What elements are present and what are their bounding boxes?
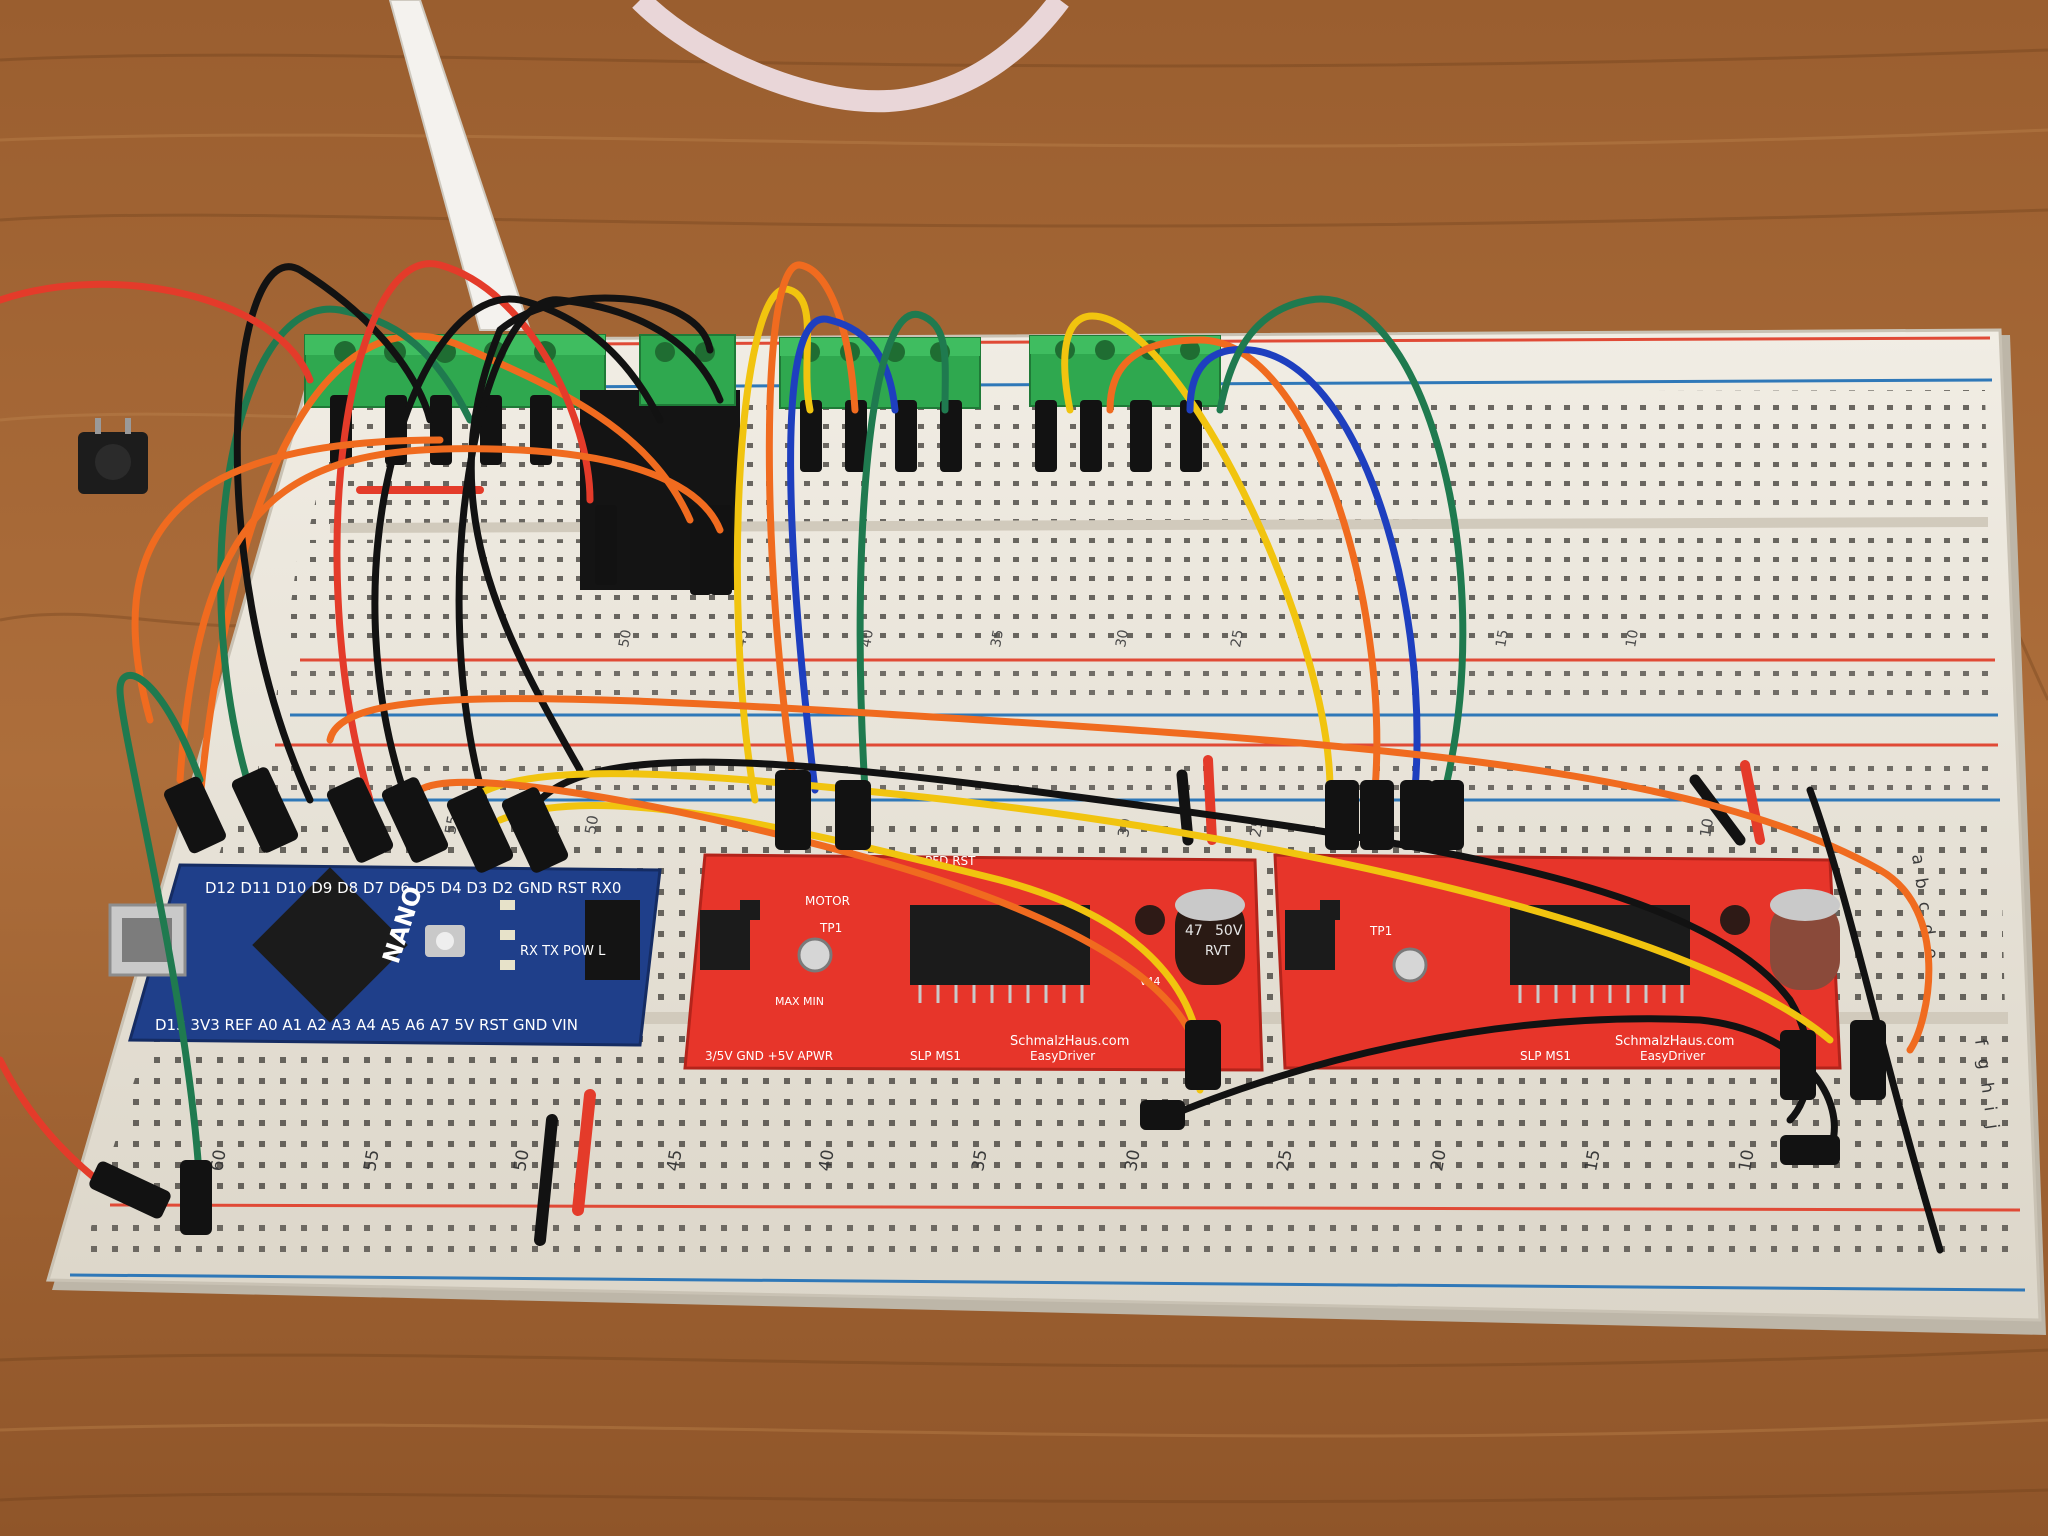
row-number: 30 [1113, 628, 1132, 648]
wire-black [233, 263, 434, 804]
row-number: 35 [988, 628, 1007, 648]
driver-brand-label: SchmalzHaus.com [1615, 1034, 1734, 1049]
wire-yellow [496, 801, 1205, 1094]
driver-motor-label: MOTOR [805, 894, 850, 908]
electrolytic-capacitor [1770, 889, 1840, 990]
wire-orange [1106, 336, 1381, 794]
cap-voltage-label: 50V [1215, 923, 1243, 939]
nano-bottom-pin-labels: D13 3V3 REF A0 A1 A2 A3 A4 A5 A6 A7 5V R… [155, 1016, 578, 1034]
row-number: 60 [207, 1148, 230, 1173]
driver-power-label: 3/5V GND +5V APWR [705, 1049, 833, 1063]
row-number: 25 [1228, 628, 1247, 648]
driver-ms-label: SLP MS1 [1520, 1049, 1571, 1063]
trimmer-pot [797, 937, 833, 973]
arduino-nano: NANO D12 D11 D10 D9 D8 D7 D6 D5 D4 D3 D2… [108, 863, 662, 1047]
wire-orange [131, 436, 444, 724]
row-number: 35 [968, 1148, 991, 1173]
wire-red [0, 280, 314, 384]
wire-green [116, 671, 204, 1194]
driver-product-label: EasyDriver [1640, 1049, 1705, 1063]
wire-black [455, 296, 724, 824]
wire-yellow [1061, 312, 1334, 794]
row-number: 15 [1493, 628, 1512, 648]
wire-orange [176, 445, 724, 784]
jumper-plugs [89, 767, 1886, 1235]
row-number: 40 [815, 1148, 838, 1173]
wire-red [333, 260, 594, 804]
row-number: 25 [1273, 1148, 1296, 1173]
row-number: 15 [1581, 1148, 1604, 1173]
row-number: 10 [1696, 817, 1717, 839]
wire-orange [416, 778, 1204, 1064]
row-number: 45 [663, 1148, 686, 1173]
row-number: 50 [581, 814, 602, 836]
short-jumpers [356, 486, 1765, 1246]
tactile-button [78, 418, 148, 494]
trimmer-pot [1392, 947, 1428, 983]
wire-blue [1186, 346, 1421, 794]
breadboard-row-numbers-top: 50 45 40 35 30 25 15 10 [616, 628, 1642, 648]
wire-orange [326, 695, 1933, 1054]
jumper-wires [0, 260, 1944, 1254]
driver-ms-label: SLP MS1 [910, 1049, 961, 1063]
driver-tp1-label: TP1 [1369, 924, 1392, 938]
wire-green [217, 305, 474, 824]
cap-value-label: 47 [1185, 923, 1203, 939]
row-number: 30 [1121, 1148, 1144, 1173]
row-number: 10 [1623, 628, 1642, 648]
row-number: 50 [510, 1148, 533, 1173]
easydriver-board-2: TP1 SLP MS1 SchmalzHaus.com EasyDriver [1273, 853, 1842, 1070]
row-number: 50 [616, 628, 635, 648]
nano-led-labels: RX TX POW L [520, 944, 606, 959]
wire-green [856, 310, 949, 794]
nano-top-pin-labels: D12 D11 D10 D9 D8 D7 D6 D5 D4 D3 D2 GND … [205, 879, 621, 897]
driver-brand-label: SchmalzHaus.com [1010, 1034, 1129, 1049]
electrolytic-capacitor: 47 50V RVT [1175, 889, 1245, 985]
wire-orange [196, 332, 694, 804]
driver-chip [1510, 905, 1690, 985]
wire-black [1806, 786, 1944, 1254]
wire-yellow [733, 285, 814, 804]
cap-series-label: RVT [1205, 944, 1230, 959]
wire-blue [787, 315, 899, 794]
row-number: 20 [1427, 1148, 1450, 1173]
easydriver-board-1: 47 50V RVT PFD RST MOTOR TP1 MAX MIN 3/5… [683, 853, 1264, 1072]
wire-yellow [466, 770, 1834, 1044]
breadboard-row-numbers-bottom: 60 55 50 45 40 35 30 25 20 15 10 [207, 1148, 1758, 1173]
driver-tp1-label: TP1 [819, 921, 842, 935]
driver-chip [910, 905, 1090, 985]
driver-pot-label: MAX MIN [775, 995, 824, 1008]
wire-black [371, 295, 664, 814]
microcontroller-chip [252, 867, 408, 1023]
driver-product-label: EasyDriver [1030, 1049, 1095, 1063]
row-number: 10 [1735, 1148, 1758, 1173]
row-number: 55 [360, 1148, 383, 1173]
wire-black [1156, 1015, 1838, 1154]
wire-green [1216, 295, 1467, 794]
wire-black [467, 294, 714, 774]
